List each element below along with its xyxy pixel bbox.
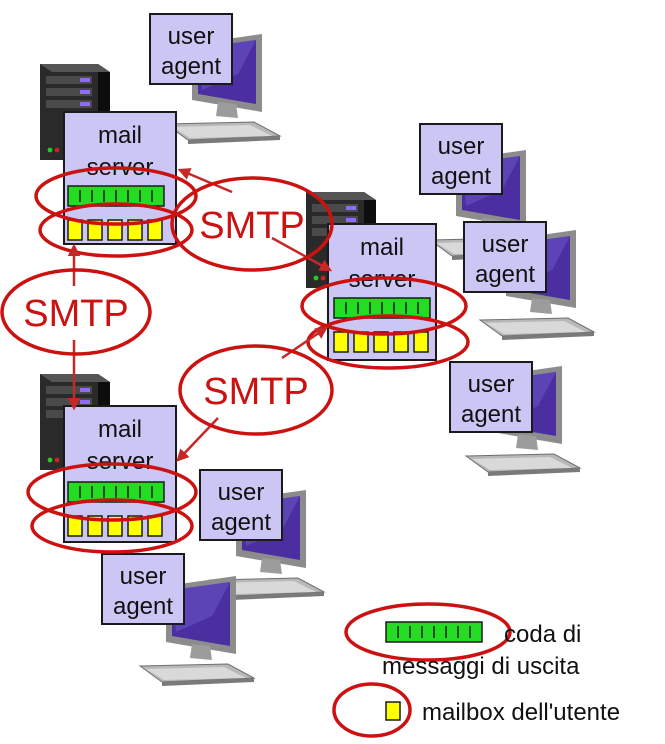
user-agent-2: user agent <box>419 123 503 195</box>
legend: coda di messaggi di uscita mailbox dell'… <box>332 602 620 738</box>
mailbox-highlight-ellipse <box>306 314 470 370</box>
user-agent-label-line1: user <box>218 479 265 506</box>
user-agent-5: user agent <box>199 469 283 541</box>
mail-server-2: mail server <box>327 223 437 361</box>
legend-mailbox-label: mailbox dell'utente <box>422 699 620 726</box>
user-agent-label-line1: user <box>120 563 167 590</box>
legend-mailbox-swatch <box>385 701 401 721</box>
smtp-arrows <box>67 168 333 462</box>
mail-server-label-line2: server <box>87 448 154 475</box>
user-agent-label-line1: user <box>168 23 215 50</box>
user-agent-label-line2: agent <box>161 53 221 80</box>
queue-highlight-ellipse <box>26 462 198 522</box>
user-agent-1: user agent <box>149 13 233 85</box>
smtp-label-left: SMTP <box>0 268 152 356</box>
user-agent-label-line2: agent <box>461 401 521 428</box>
legend-mailbox-ellipse <box>332 682 412 738</box>
user-agent-3: user agent <box>463 221 547 293</box>
legend-queue-label-line2: messaggi di uscita <box>382 653 580 680</box>
user-agent-4: user agent <box>449 361 533 433</box>
mail-server-label-line1: mail <box>98 416 142 443</box>
user-agent-label-line1: user <box>468 371 515 398</box>
user-agent-label-line2: agent <box>475 261 535 288</box>
smtp-label: SMTP <box>23 293 129 335</box>
queue-highlight-ellipse <box>34 166 198 226</box>
user-agent-label-line1: user <box>438 133 485 160</box>
mailbox-highlight-ellipse <box>30 498 194 554</box>
smtp-label-top: SMTP <box>170 176 334 272</box>
legend-queue: coda di messaggi di uscita <box>344 602 581 680</box>
smtp-arrow <box>177 168 233 194</box>
user-agent-6: user agent <box>101 553 185 625</box>
queue-highlight-ellipse <box>300 276 468 336</box>
user-agent-label-line1: user <box>482 231 529 258</box>
mail-server-label-line1: mail <box>360 234 404 261</box>
user-agent-label-line2: agent <box>211 509 271 536</box>
mail-server-label-line1: mail <box>98 122 142 149</box>
highlight-ellipses <box>26 166 470 554</box>
legend-mailbox: mailbox dell'utente <box>332 682 620 738</box>
legend-queue-swatch <box>385 621 483 643</box>
mailbox-highlight-ellipse <box>38 202 194 258</box>
user-agent-label-line2: agent <box>113 593 173 620</box>
smtp-label: SMTP <box>199 205 305 247</box>
smtp-label: SMTP <box>203 371 309 413</box>
smtp-label-middle: SMTP <box>178 344 334 436</box>
legend-queue-label-line1: coda di <box>504 621 581 648</box>
smtp-arrow <box>281 326 329 360</box>
user-agent-label-line2: agent <box>431 163 491 190</box>
legend-queue-ellipse <box>344 602 512 662</box>
smtp-arrow <box>271 236 333 272</box>
